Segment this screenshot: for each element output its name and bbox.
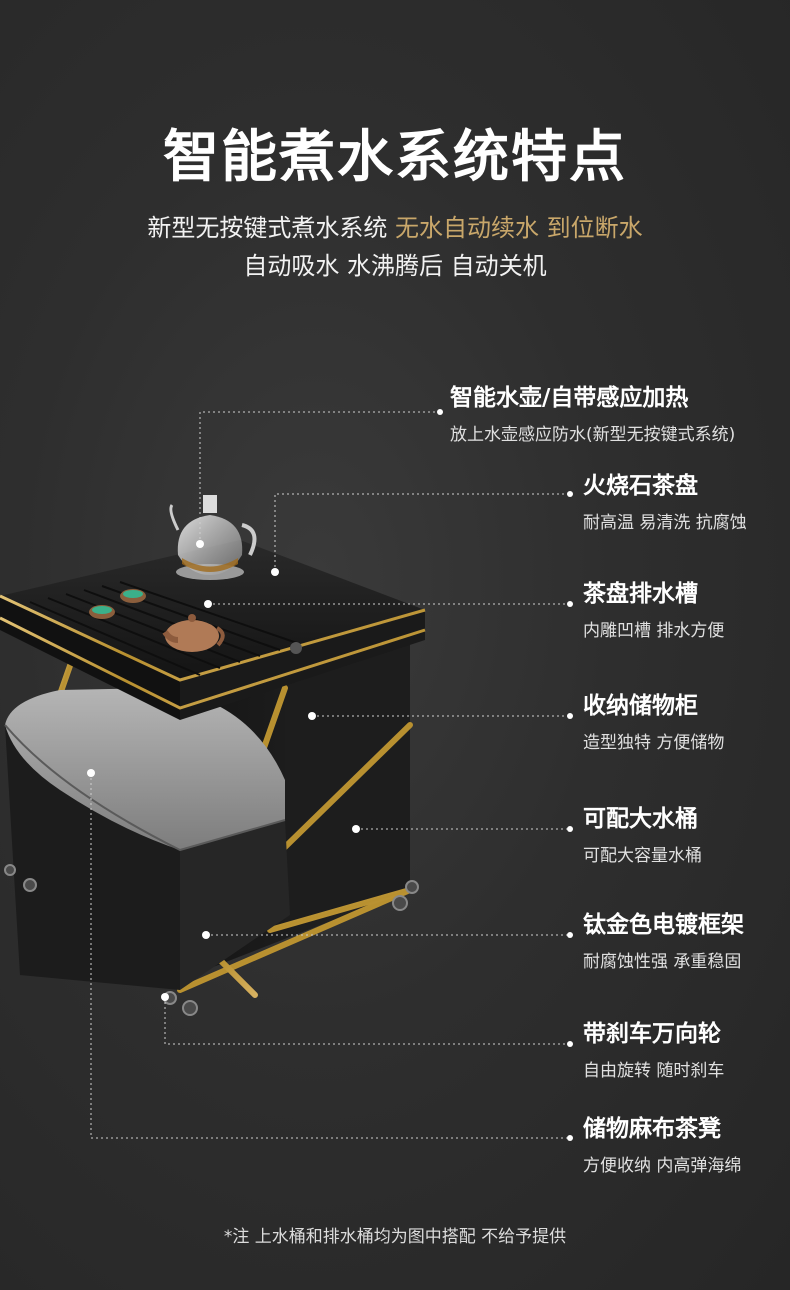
feature-title: 储物麻布茶凳 — [583, 1116, 721, 1142]
feature-stone-tray: 火烧石茶盘 耐高温 易清洗 抗腐蚀 — [583, 466, 747, 533]
page-title: 智能煮水系统特点 — [163, 125, 627, 190]
tea-stool — [4, 688, 290, 990]
tea-set — [89, 589, 225, 652]
feature-tea-stool: 储物麻布茶凳 方便收纳 内高弹海绵 — [583, 1109, 741, 1176]
subtitle-line-1: 新型无按键式煮水系统 无水自动续水 到位断水 — [0, 208, 790, 243]
feature-title: 火烧石茶盘 — [583, 473, 698, 499]
feature-gold-frame: 钛金色电镀框架 耐腐蚀性强 承重稳固 — [583, 905, 744, 972]
feature-title: 茶盘排水槽 — [583, 581, 698, 607]
feature-desc: 放上水壶感应防水(新型无按键式系统) — [450, 425, 736, 445]
feature-title: 智能水壶/自带感应加热 — [450, 385, 689, 411]
feature-smart-kettle: 智能水壶/自带感应加热 放上水壶感应防水(新型无按键式系统) — [450, 378, 735, 445]
smart-kettle — [169, 495, 257, 580]
callout-lines — [90, 411, 570, 1139]
feature-desc: 造型独特 方便储物 — [583, 733, 725, 753]
feature-drain-groove: 茶盘排水槽 内雕凹槽 排水方便 — [583, 574, 724, 641]
feature-title: 可配大水桶 — [583, 806, 698, 832]
feature-caster-wheels: 带刹车万向轮 自由旋转 随时刹车 — [583, 1014, 724, 1081]
subtitle-highlight: 无水自动续水 到位断水 — [395, 214, 643, 242]
feature-desc: 耐腐蚀性强 承重稳固 — [583, 952, 742, 972]
feature-title: 收纳储物柜 — [583, 693, 698, 719]
subtitle-line-2: 自动吸水 水沸腾后 自动关机 — [243, 252, 547, 280]
feature-water-bucket: 可配大水桶 可配大容量水桶 — [583, 799, 702, 866]
feature-title: 带刹车万向轮 — [583, 1021, 721, 1047]
footer-note: *注 上水桶和排水桶均为图中搭配 不给予提供 — [223, 1227, 567, 1247]
feature-desc: 内雕凹槽 排水方便 — [583, 621, 725, 641]
stone-tea-tray — [0, 540, 426, 720]
subtitle-plain: 新型无按键式煮水系统 — [147, 214, 395, 242]
callout-dots — [87, 409, 573, 1141]
feature-title: 钛金色电镀框架 — [583, 912, 744, 938]
feature-desc: 自由旋转 随时刹车 — [583, 1061, 725, 1081]
feature-desc: 可配大容量水桶 — [583, 846, 702, 866]
feature-storage-cabinet: 收纳储物柜 造型独特 方便储物 — [583, 686, 724, 753]
feature-desc: 方便收纳 内高弹海绵 — [583, 1156, 742, 1176]
feature-desc: 耐高温 易清洗 抗腐蚀 — [583, 513, 747, 533]
